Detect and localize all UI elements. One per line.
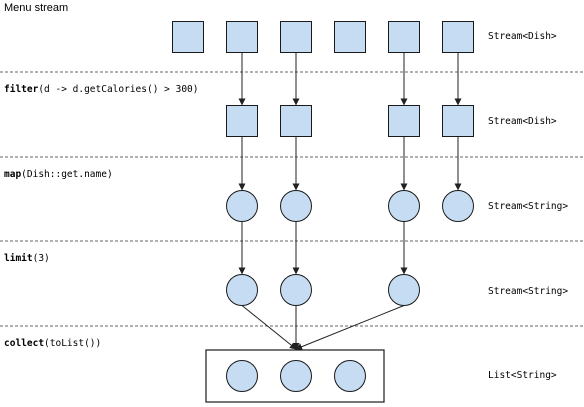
type-label-source: Stream<Dish> (488, 31, 557, 42)
collect-element-1 (280, 360, 312, 392)
collect-flow-arrow-4 (295, 305, 405, 351)
filter-element-2 (280, 105, 312, 137)
collect-flow-arrow-1 (241, 305, 297, 350)
op-args-filter: (d -> d.getCalories() > 300) (38, 84, 199, 95)
source-element-5 (442, 21, 474, 53)
map-element-5 (442, 190, 474, 222)
op-args-limit: (3) (32, 253, 50, 264)
filter-element-4 (388, 105, 420, 137)
op-args-map: (Dish::get.name) (21, 169, 113, 180)
op-keyword-filter: filter (4, 84, 39, 95)
source-element-1 (226, 21, 258, 53)
limit-element-4 (388, 274, 420, 306)
source-element-3 (334, 21, 366, 53)
limit-element-2 (280, 274, 312, 306)
op-keyword-map: map (4, 169, 22, 180)
filter-element-1 (226, 105, 258, 137)
map-element-4 (388, 190, 420, 222)
op-label-filter: filter(d -> d.getCalories() > 300) (4, 84, 198, 95)
source-element-0 (172, 21, 204, 53)
filter-element-5 (442, 105, 474, 137)
type-label-collect: List<String> (488, 370, 557, 381)
collect-element-2 (334, 360, 366, 392)
collect-element-0 (226, 360, 258, 392)
op-args-collect: (toList()) (44, 338, 102, 349)
op-label-collect: collect(toList()) (4, 338, 101, 349)
limit-element-1 (226, 274, 258, 306)
map-element-2 (280, 190, 312, 222)
diagram-title: Menu stream (4, 2, 69, 14)
source-element-2 (280, 21, 312, 53)
op-keyword-limit: limit (4, 253, 33, 264)
type-label-filter: Stream<Dish> (488, 116, 557, 127)
type-label-limit: Stream<String> (488, 286, 569, 297)
op-label-limit: limit(3) (4, 253, 50, 264)
map-element-1 (226, 190, 258, 222)
op-keyword-collect: collect (4, 338, 45, 349)
op-label-map: map(Dish::get.name) (4, 169, 113, 180)
type-label-map: Stream<String> (488, 201, 569, 212)
source-element-4 (388, 21, 420, 53)
